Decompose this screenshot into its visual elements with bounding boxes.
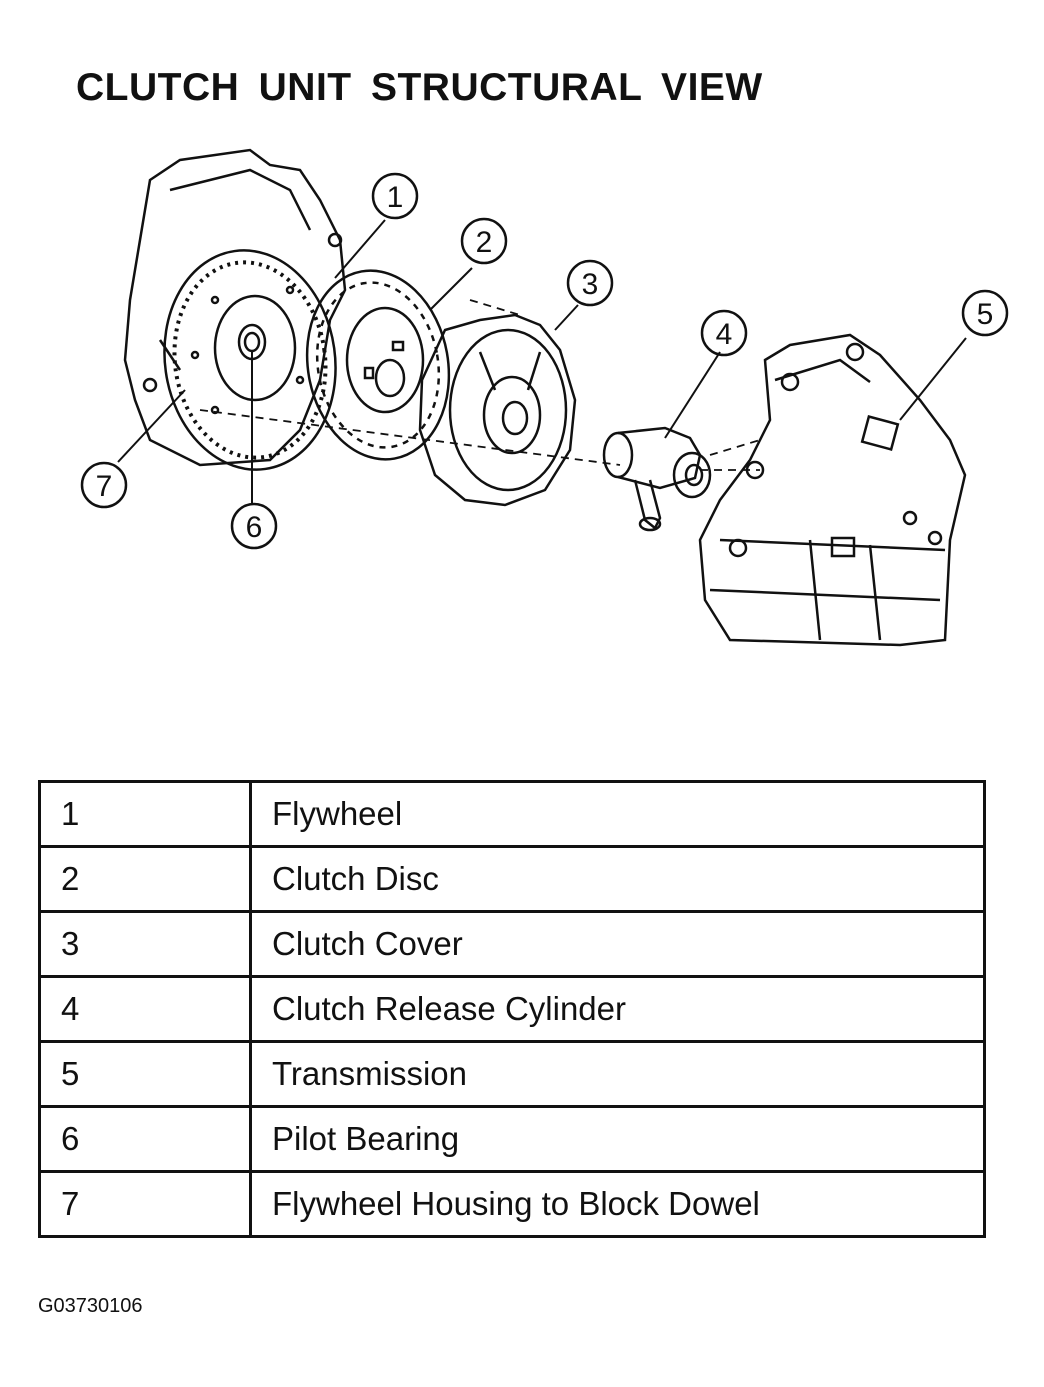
part-name: Flywheel Housing to Block Dowel [249, 1170, 986, 1238]
table-row: 2 Clutch Disc [38, 845, 986, 913]
svg-text:2: 2 [476, 226, 493, 259]
table-row: 3 Clutch Cover [38, 910, 986, 978]
callout-5: 5 [961, 289, 1009, 337]
callout-4: 4 [700, 309, 748, 357]
callout-7: 7 [80, 461, 128, 509]
callout-2: 2 [460, 217, 508, 265]
svg-text:7: 7 [96, 470, 113, 503]
table-row: 1 Flywheel [38, 780, 986, 848]
svg-text:1: 1 [387, 181, 404, 214]
part-number: 3 [38, 910, 252, 978]
part-name: Clutch Disc [249, 845, 986, 913]
part-name: Transmission [249, 1040, 986, 1108]
alignment-lines [199, 299, 761, 471]
transmission [698, 333, 967, 647]
svg-text:5: 5 [977, 298, 994, 331]
part-name: Pilot Bearing [249, 1105, 986, 1173]
part-number: 1 [38, 780, 252, 848]
table-row: 7 Flywheel Housing to Block Dowel [38, 1170, 986, 1238]
part-name: Clutch Release Cylinder [249, 975, 986, 1043]
parts-legend-table: 1 Flywheel 2 Clutch Disc 3 Clutch Cover … [38, 780, 986, 1238]
svg-text:3: 3 [582, 268, 599, 301]
part-name: Clutch Cover [249, 910, 986, 978]
callout-3: 3 [566, 259, 614, 307]
callout-leaders [117, 219, 967, 505]
part-number: 4 [38, 975, 252, 1043]
table-row: 6 Pilot Bearing [38, 1105, 986, 1173]
part-number: 7 [38, 1170, 252, 1238]
callout-1: 1 [371, 172, 419, 220]
svg-text:4: 4 [716, 318, 733, 351]
clutch-release-cylinder [602, 426, 712, 532]
clutch-disc [305, 269, 451, 461]
clutch-cover [418, 313, 577, 507]
part-name: Flywheel [249, 780, 986, 848]
table-row: 4 Clutch Release Cylinder [38, 975, 986, 1043]
part-number: 2 [38, 845, 252, 913]
diagram-title: CLUTCH UNIT STRUCTURAL VIEW [76, 66, 763, 109]
part-number: 6 [38, 1105, 252, 1173]
callout-6: 6 [230, 502, 278, 550]
part-number: 5 [38, 1040, 252, 1108]
svg-text:6: 6 [246, 511, 263, 544]
flywheel [163, 249, 337, 471]
clutch-exploded-illustration: 1 2 3 4 5 6 7 [80, 148, 1009, 647]
figure-id: G03730106 [38, 1295, 143, 1317]
table-row: 5 Transmission [38, 1040, 986, 1108]
